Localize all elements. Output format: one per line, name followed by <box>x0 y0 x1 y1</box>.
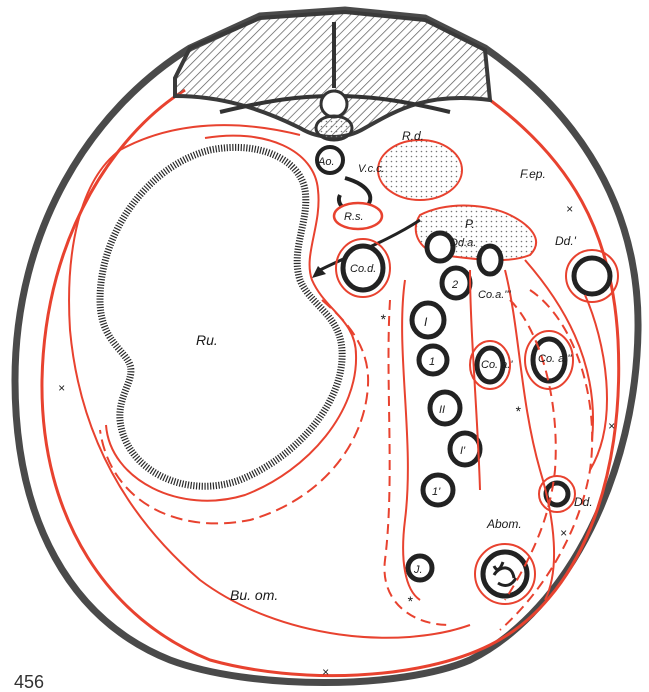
cross-mark: × <box>322 665 329 679</box>
label-rd: R.d. <box>402 129 424 143</box>
label-p: P. <box>465 217 475 231</box>
label-loop-2: 2 <box>451 279 458 291</box>
cross-mark: × <box>608 419 615 433</box>
label-abom: Abom. <box>486 517 522 531</box>
rumen-outline <box>100 147 342 486</box>
label-dd-prime: Dd.' <box>555 234 577 248</box>
cross-mark: × <box>560 526 567 540</box>
label-coa3: Co.a.''' <box>478 289 511 301</box>
duodenum-ascending-2 <box>479 246 501 274</box>
star-mark: * <box>380 311 386 327</box>
label-rs: R.s. <box>344 211 364 223</box>
mesentery-serosa-lines <box>336 239 618 604</box>
label-ao: Ao. <box>317 156 335 168</box>
vertebral-body <box>316 116 352 140</box>
label-vcc: V.c.c. <box>358 163 385 175</box>
label-coa2: Co. a.'' <box>538 353 572 365</box>
label-coa1: Co. a.' <box>481 359 513 371</box>
label-dd: Dd. <box>574 495 593 509</box>
duodenum-dorsal <box>574 258 610 294</box>
star-mark: * <box>407 593 413 609</box>
label-loop-I-prime: I' <box>460 445 466 457</box>
figure-number: 456 <box>14 672 44 692</box>
label-cod: Co.d. <box>350 263 376 275</box>
label-rumen: Ru. <box>196 332 218 348</box>
loop-I <box>412 303 444 337</box>
star-mark: * <box>515 403 521 419</box>
cross-mark: × <box>58 381 65 395</box>
label-jejunum: J. <box>413 564 423 576</box>
label-dda: Dd.a. <box>450 237 476 249</box>
label-bursa-omentalis: Bu. om. <box>230 587 278 603</box>
right-kidney <box>378 140 462 200</box>
label-loop-1: 1 <box>429 356 435 368</box>
label-loop-II: II <box>439 404 445 416</box>
label-loop-1-prime: 1' <box>432 486 441 498</box>
cross-mark: × <box>566 202 573 216</box>
spinal-canal <box>321 91 347 117</box>
label-fep: F.ep. <box>520 167 546 181</box>
